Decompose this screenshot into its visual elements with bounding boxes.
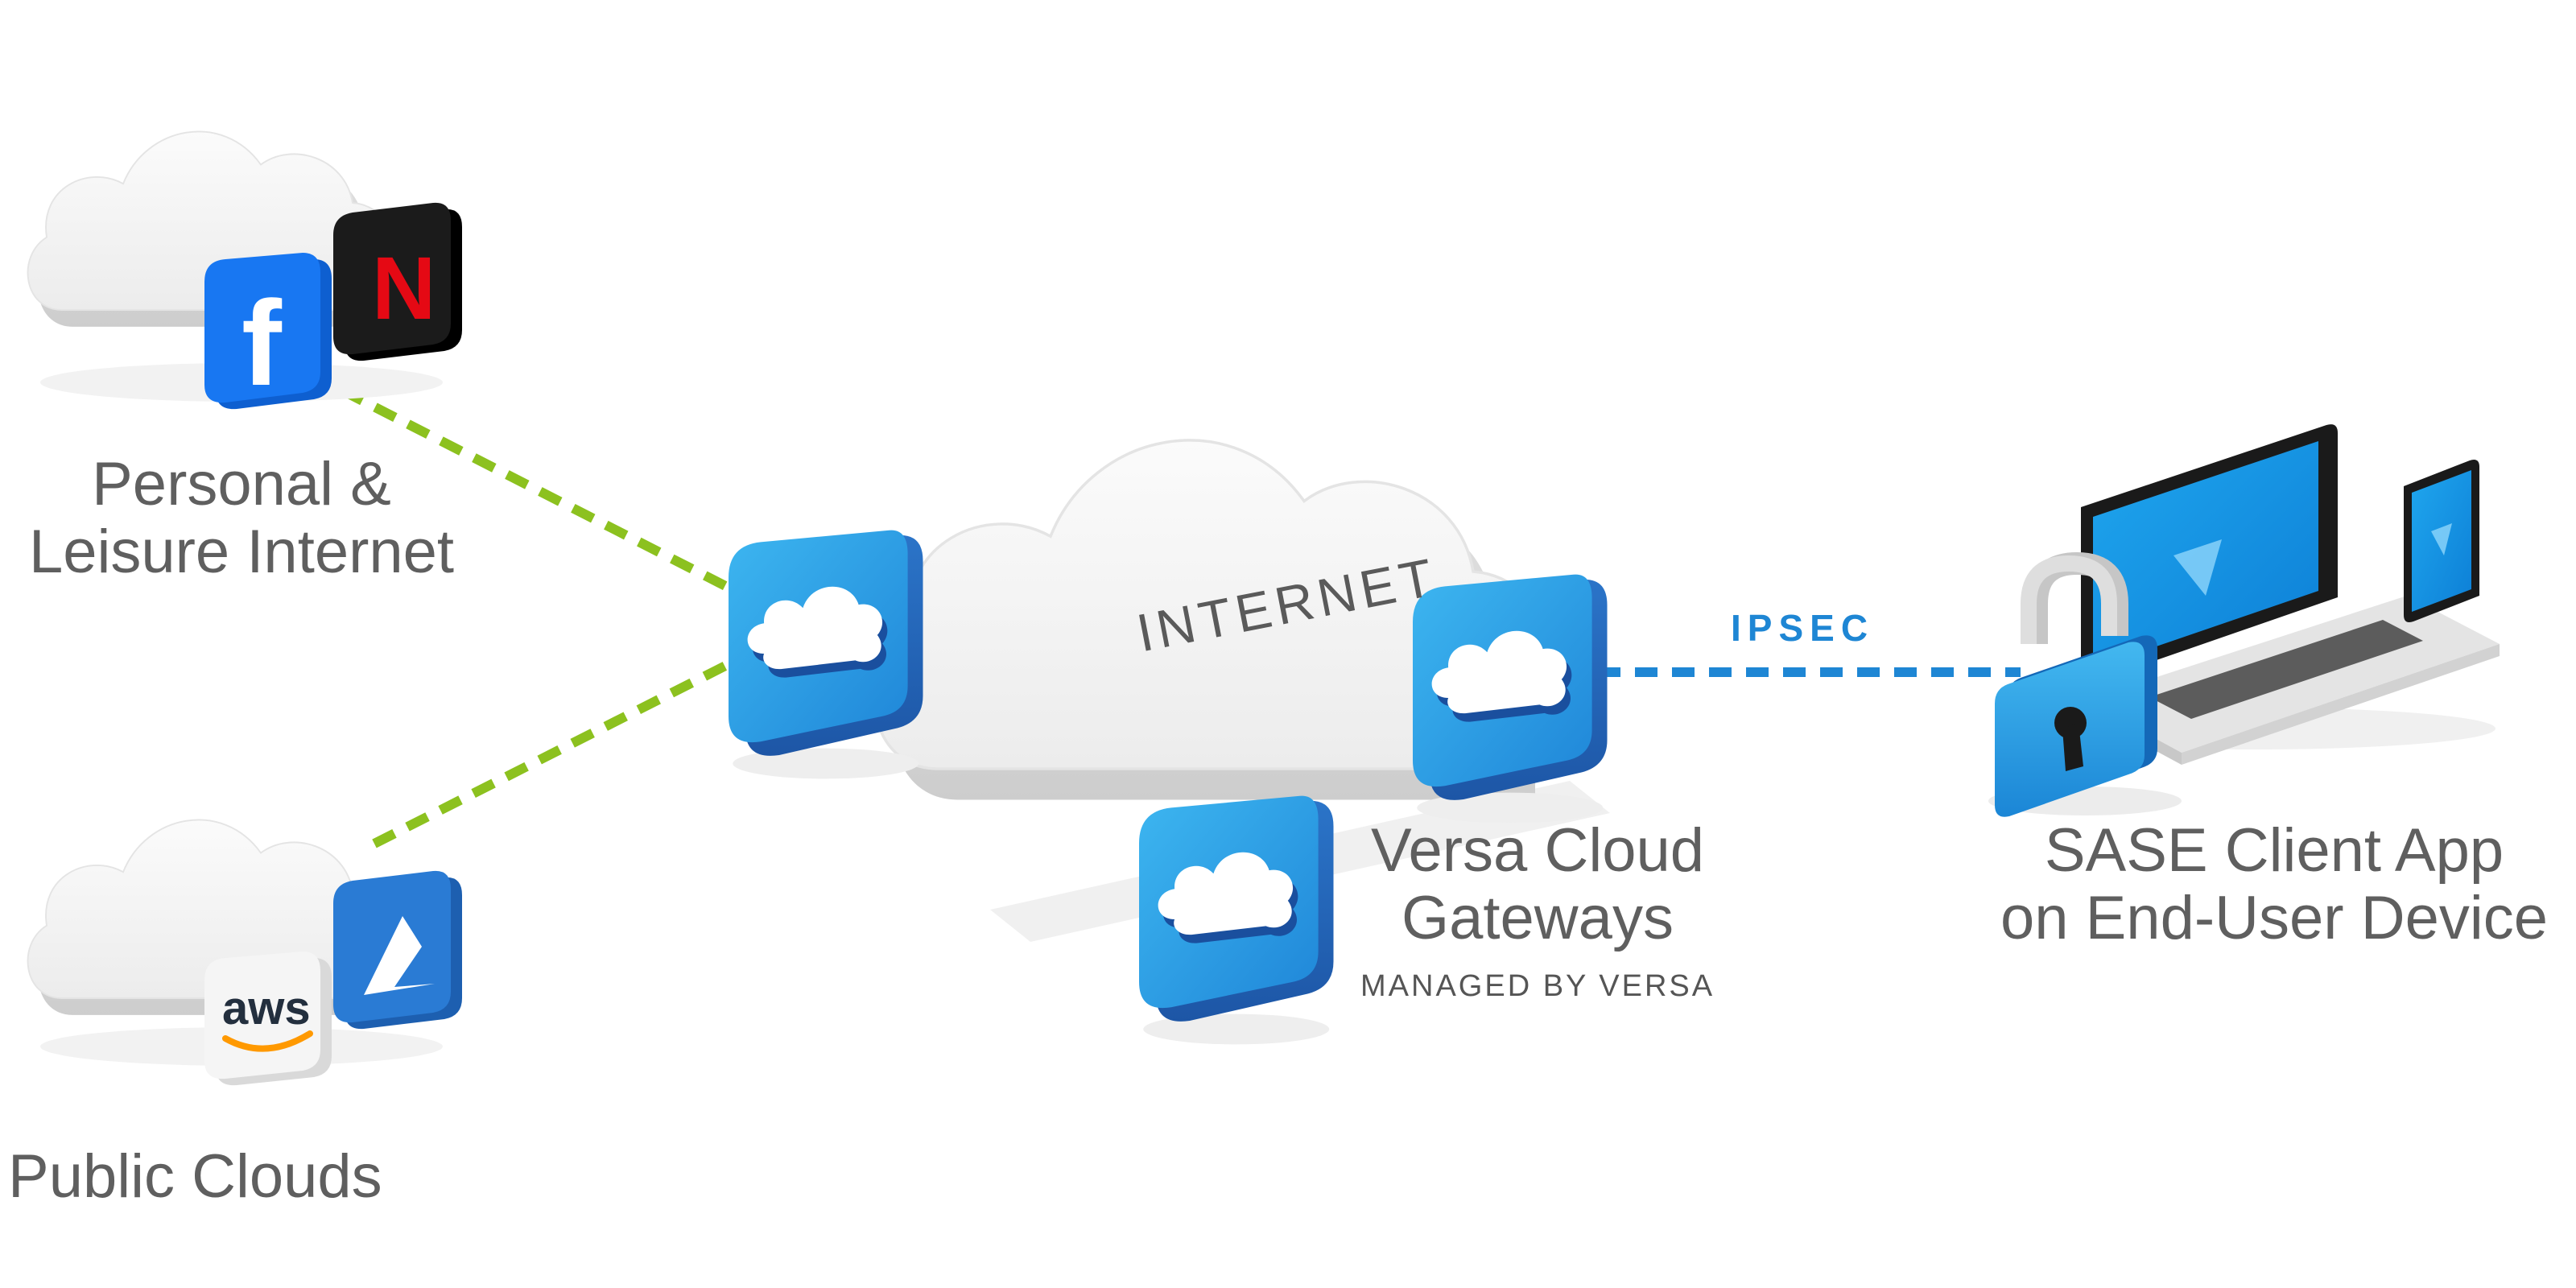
aws-icon: aws [204,952,332,1086]
svg-text:N: N [372,239,436,338]
managed-by-label: MANAGED BY VERSA [1360,969,1715,1003]
sase-client-line1: SASE Client App [2044,816,2504,885]
personal-internet-label: Personal & Leisure Internet [16,451,467,585]
public-clouds-label: Public Clouds [8,1142,382,1211]
netflix-icon: N [333,202,462,361]
ipsec-label: IPSEC [1731,607,1875,649]
azure-icon [333,870,462,1030]
padlock-icon [1988,551,2182,817]
link-public-to-gateway [372,655,739,848]
personal-label-line1: Personal & [92,450,391,518]
gateway-bottom-icon [1139,795,1334,1045]
smartphone-icon [2404,460,2479,622]
svg-text:aws: aws [222,982,311,1034]
gateways-label-line1: Versa Cloud [1370,816,1705,885]
personal-label-line2: Leisure Internet [28,517,455,586]
gateway-right-icon [1413,574,1608,824]
gateways-label-line2: Gateways [1402,883,1674,952]
sase-client-label: SASE Client App on End-User Device [1980,817,2568,952]
sase-client-line2: on End-User Device [2000,883,2549,952]
facebook-icon: f [204,253,332,411]
svg-text:f: f [242,275,283,411]
gateways-label: Versa Cloud Gateways [1320,817,1755,952]
